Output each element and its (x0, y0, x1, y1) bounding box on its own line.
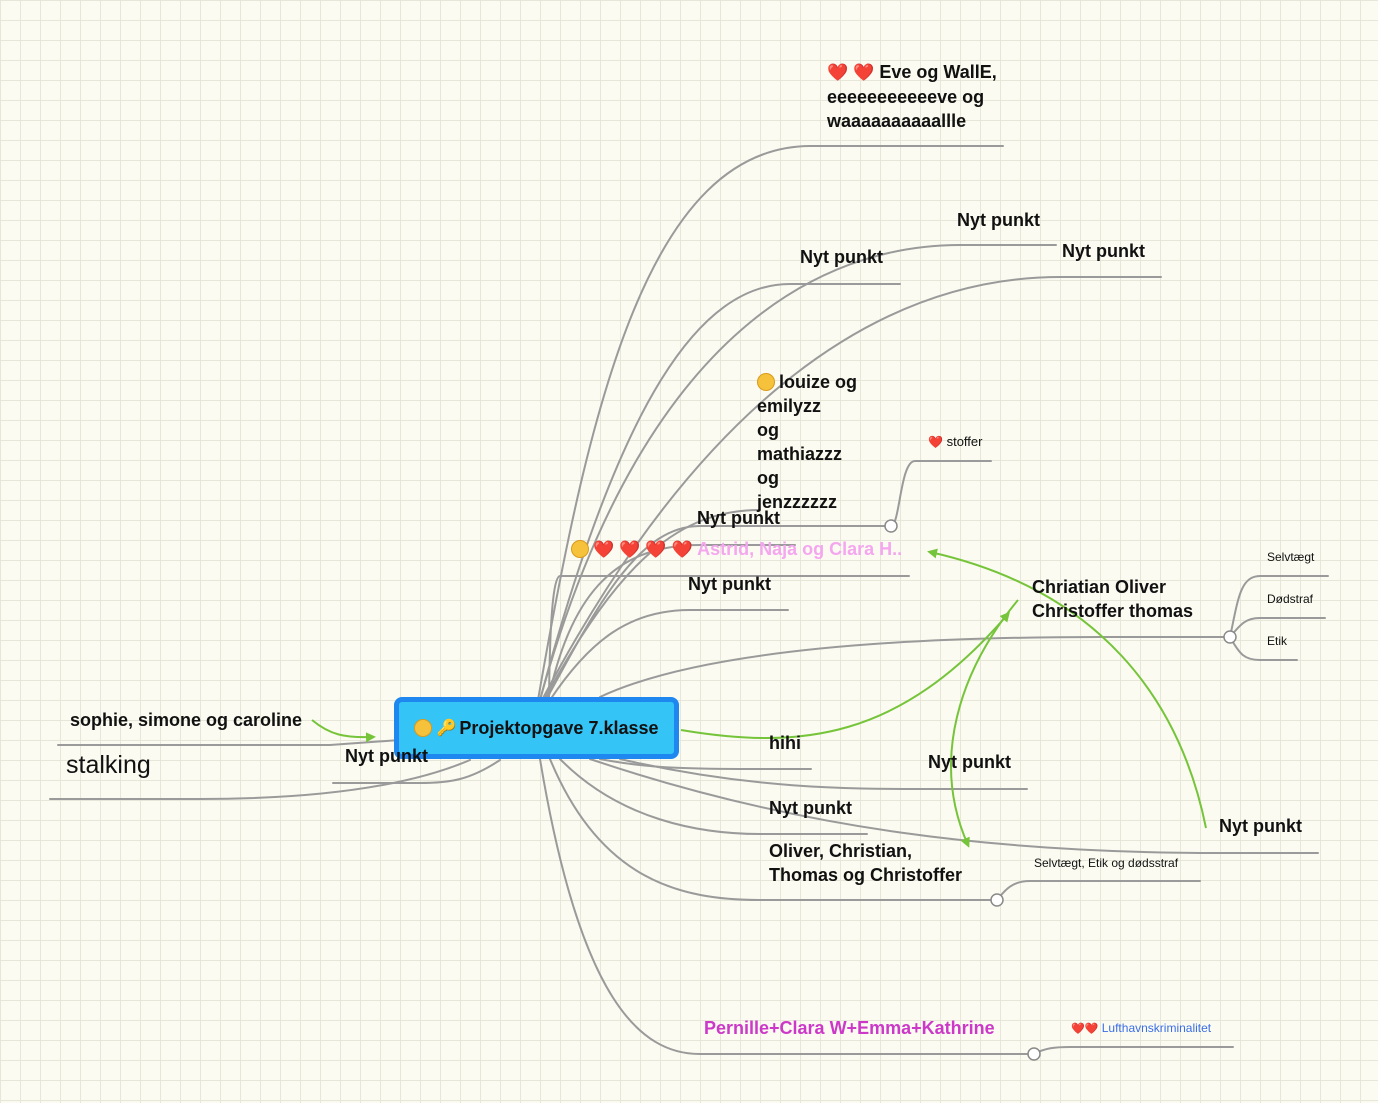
branch-pernille (539, 758, 1035, 1055)
root-node[interactable]: 🔑 Projektopgave 7.klasse (394, 697, 679, 759)
node-eve-og-walle[interactable]: ❤️ ❤️ Eve og WallE, eeeeeeeeeeeve og waa… (827, 62, 997, 131)
branch-stoffer (890, 460, 992, 527)
branch-oliver (549, 758, 998, 901)
node-nyt-punkt-4[interactable]: Nyt punkt (697, 508, 780, 528)
node-louize[interactable]: louize og emilyzz og mathiazzz og jenzzz… (757, 372, 857, 512)
relation-arrow-chriatian-oliver (950, 599, 1019, 848)
node-nyt-punkt-5[interactable]: Nyt punkt (688, 574, 771, 594)
heart-icon: ❤️ (827, 63, 849, 82)
node-chriatian[interactable]: Chriatian Oliver Christoffer thomas (1032, 577, 1194, 621)
branch-nyt-2 (539, 244, 1057, 701)
collapse-handle-stoffer (884, 519, 898, 533)
branch-lufthavn (1033, 1046, 1234, 1055)
branch-nyt-4 (545, 525, 892, 701)
branch-nyt-1 (539, 283, 901, 701)
branch-selvetik (996, 880, 1201, 901)
branch-nyt-8 (559, 758, 868, 835)
branch-sophie (57, 739, 401, 746)
key-icon: 🔑 (436, 720, 457, 737)
heart-icon: ❤️ (619, 540, 641, 559)
relation-arrow-chriatian-astrid (927, 548, 1207, 829)
node-selvtaegt[interactable]: Selvtægt (1267, 550, 1315, 564)
sad-face-icon (414, 719, 433, 737)
node-stoffer[interactable]: ❤️ stoffer (928, 434, 983, 449)
branch-eve (537, 145, 1004, 701)
branch-astrid (547, 544, 796, 701)
root-node-label: Projektopgave 7.klasse (459, 717, 659, 738)
branch-nyt-7 (619, 758, 1028, 790)
branch-nyt-9 (589, 758, 1319, 854)
node-oliver[interactable]: Oliver, Christian, Thomas og Christoffer (769, 841, 963, 885)
smiley-icon (757, 373, 775, 391)
branch-stalking (49, 759, 471, 800)
heart-icon: ❤️ (645, 540, 667, 559)
smiley-icon (571, 540, 589, 558)
node-lufthavnskriminalitet[interactable]: ❤️❤️ Lufthavnskriminalitet (1071, 1021, 1212, 1035)
branch-nyt-3 (541, 276, 1162, 701)
branch-selvtaegt (1229, 575, 1329, 638)
heart-icon: ❤️ (1071, 1023, 1085, 1035)
heart-icon: ❤️ (1084, 1023, 1099, 1035)
branch-hihi (599, 758, 812, 770)
node-hihi[interactable]: hihi (769, 733, 801, 753)
node-nyt-punkt-6[interactable]: Nyt punkt (345, 746, 428, 766)
collapse-handle-pernille (1027, 1047, 1041, 1061)
node-selvtaegt-etik-dodsstraf[interactable]: Selvtægt, Etik og dødsstraf (1034, 856, 1179, 870)
relation-arrow-sophie (311, 719, 376, 743)
node-etik[interactable]: Etik (1267, 634, 1288, 648)
node-stalking[interactable]: stalking (66, 751, 151, 779)
heart-icon: ❤️ (853, 63, 875, 82)
node-nyt-punkt-8[interactable]: Nyt punkt (769, 798, 852, 818)
branch-astrid-under (548, 575, 910, 701)
node-nyt-punkt-9[interactable]: Nyt punkt (1219, 816, 1302, 836)
heart-icon: ❤️ (671, 540, 693, 559)
heart-icon: ❤️ (928, 435, 943, 449)
heart-icon: ❤️ (593, 540, 615, 559)
node-nyt-punkt-1[interactable]: Nyt punkt (800, 247, 883, 267)
node-nyt-punkt-3[interactable]: Nyt punkt (1062, 241, 1145, 261)
collapse-handle-oliver (990, 893, 1004, 907)
node-astrid[interactable]: ❤️ ❤️ ❤️ ❤️ Astrid, Naja og Clara H.. (571, 537, 902, 562)
node-nyt-punkt-7[interactable]: Nyt punkt (928, 752, 1011, 772)
node-pernille[interactable]: Pernille+Clara W+Emma+Kathrine (704, 1018, 995, 1038)
node-sophie[interactable]: sophie, simone og caroline (70, 710, 303, 730)
collapse-handle-chriatian (1223, 630, 1237, 644)
branch-chriatian (599, 636, 1231, 698)
branch-nyt-5 (549, 609, 789, 701)
node-dodstraf[interactable]: Dødstraf (1267, 592, 1314, 606)
relation-arrow-hihi (680, 611, 1010, 740)
branch-nyt-6 (332, 759, 501, 784)
node-nyt-punkt-2[interactable]: Nyt punkt (957, 210, 1040, 230)
